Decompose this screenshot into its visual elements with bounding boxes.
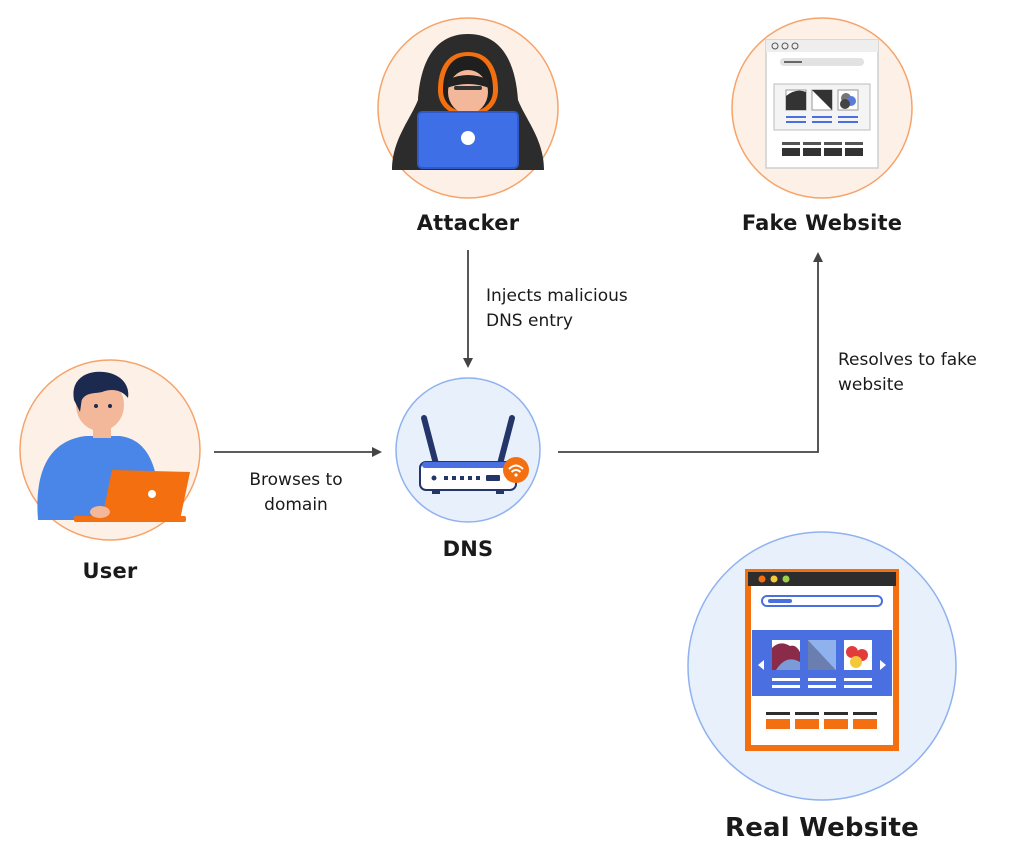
real-website-node xyxy=(687,531,957,801)
router-icon xyxy=(419,415,517,494)
dns-node xyxy=(395,377,541,523)
real-website-label: Real Website xyxy=(724,813,919,843)
edge-label-line: Injects malicious xyxy=(486,286,628,306)
fake-website-label: Fake Website xyxy=(741,211,903,235)
edge-label-line: Browses to xyxy=(249,470,343,490)
attacker-label: Attacker xyxy=(416,211,520,235)
fake-website-node xyxy=(731,17,913,199)
fake-browser-icon xyxy=(765,39,879,169)
arrow-dns-to-fake-website xyxy=(558,252,823,453)
edge-label-line: domain xyxy=(264,495,328,515)
user-label: User xyxy=(82,559,138,583)
edge-label-line: website xyxy=(838,375,904,395)
attacker-node xyxy=(377,17,559,199)
edge-label-user-to-dns: Browses to domain xyxy=(226,468,366,518)
dns-label: DNS xyxy=(442,537,494,561)
wifi-badge-icon xyxy=(503,457,529,483)
edge-label-attacker-to-dns: Injects malicious DNS entry xyxy=(486,284,628,334)
hacker-icon xyxy=(392,34,544,170)
edge-label-line: DNS entry xyxy=(486,311,573,331)
user-at-laptop-icon xyxy=(37,371,190,522)
dns-circle xyxy=(395,377,541,523)
real-browser-icon xyxy=(745,569,899,751)
user-node xyxy=(19,359,201,541)
edge-label-dns-to-fake: Resolves to fake website xyxy=(838,348,977,398)
edge-label-line: Resolves to fake xyxy=(838,350,977,370)
